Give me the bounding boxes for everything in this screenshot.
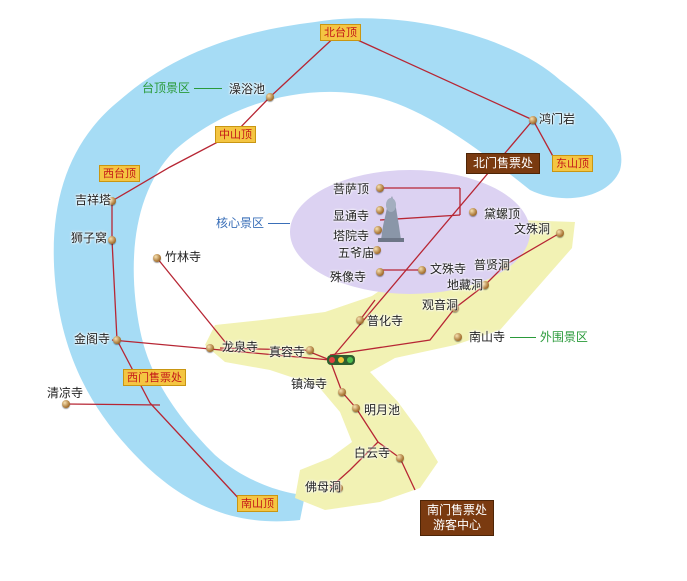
gate-north: 北门售票处 [466,153,541,174]
station-marker [153,254,161,262]
terrace-leader-line [193,88,222,89]
place-zhulinsi: 竹林寺 [165,250,202,264]
station-marker [396,454,404,462]
station-marker [306,346,314,354]
peak-east: 东山顶 [552,155,593,172]
place-zhenhaisi: 镇海寺 [291,377,328,391]
station-marker [62,400,70,408]
place-qingliangsi: 清凉寺 [47,386,84,400]
place-wenshudong: 文殊洞 [514,222,551,236]
gate-south: 南门售票处 游客中心 [420,500,495,536]
peak-middle: 中山顶 [215,126,256,143]
zone-core-label: 核心景区 [216,216,290,230]
station-marker [451,304,459,312]
station-marker [108,197,116,205]
place-jixiangta: 吉祥塔 [75,193,112,207]
station-marker [373,246,381,254]
station-marker [501,261,509,269]
peak-west: 西台顶 [99,165,140,182]
place-dizangdong: 地藏洞 [447,278,484,292]
station-marker [356,316,364,324]
place-longquansi: 龙泉寺 [222,340,259,354]
traffic-light-icon [327,355,355,365]
station-marker [529,116,537,124]
zone-outer-label: 外围景区 [510,330,588,344]
station-marker [266,93,274,101]
place-fomudong: 佛母洞 [305,480,342,494]
station-marker [374,226,382,234]
place-nanshansi: 南山寺 [469,330,506,344]
place-mingyuechi: 明月池 [364,403,401,417]
place-shuxiangsi: 殊像寺 [330,270,367,284]
gate-south-line2: 游客中心 [433,518,482,532]
place-zhenrongsi: 真容寺 [269,345,306,359]
station-marker [376,268,384,276]
place-hongmenyan: 鸿门岩 [539,112,576,126]
station-marker [469,208,477,216]
place-tayuansi: 塔院寺 [333,229,370,243]
peak-south: 南山顶 [237,495,278,512]
station-marker [376,184,384,192]
station-marker [352,404,360,412]
place-pusading: 菩萨顶 [333,182,370,196]
outer-leader-line [510,337,536,338]
gate-south-line1: 南门售票处 [427,503,488,517]
station-marker [418,266,426,274]
outer-zone-area [205,218,575,510]
station-marker [338,388,346,396]
peak-north: 北台顶 [320,24,361,41]
station-marker [206,344,214,352]
place-wenshusi: 文殊寺 [430,262,467,276]
place-dailuoding: 黛螺顶 [484,207,521,221]
station-marker [481,281,489,289]
station-marker [556,229,564,237]
place-puxiandong: 普贤洞 [474,258,511,272]
station-marker [335,484,343,492]
place-jingesi: 金阁寺 [74,332,111,346]
place-shiziwo: 狮子窝 [71,231,108,245]
river-band [53,18,622,522]
place-xiantongsi: 显通寺 [333,209,370,223]
station-marker [376,206,384,214]
station-marker [454,333,462,341]
place-guanyindong: 观音洞 [422,298,459,312]
zone-terrace-label: 台顶景区 [142,81,222,95]
place-wuyemiao: 五爷庙 [338,246,375,260]
core-leader-line [267,223,290,224]
gate-west: 西门售票处 [123,369,186,386]
place-baiyunsi: 白云寺 [354,446,391,460]
station-marker [108,236,116,244]
place-puhuasi: 普化寺 [367,314,404,328]
core-zone-area [290,170,530,294]
place-yuyuchi: 澡浴池 [229,82,266,96]
white-pagoda-icon [378,196,404,242]
station-marker [113,336,121,344]
